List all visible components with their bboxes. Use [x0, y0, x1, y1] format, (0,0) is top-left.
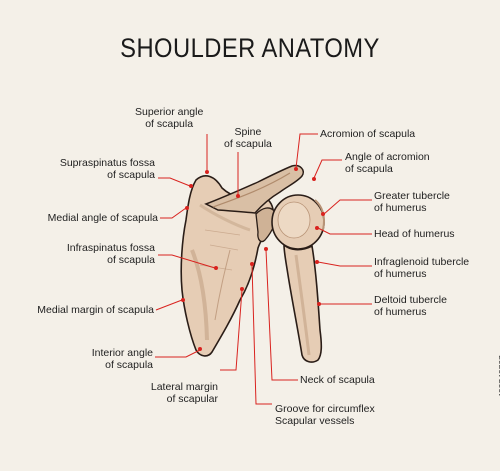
label-neck: Neck of scapula: [300, 374, 375, 386]
label-lateral-margin: Lateral margin of scapular: [150, 381, 218, 405]
label-greater-tubercle: Greater tubercle of humerus: [374, 190, 450, 214]
label-acromion: Acromion of scapula: [320, 128, 416, 140]
label-supraspinatus: Supraspinatus fossa of scapula: [59, 157, 155, 181]
label-inferior-angle: Interior angle of scapula: [91, 347, 153, 371]
label-infraglenoid: Infraglenoid tubercle of humerus: [374, 256, 470, 280]
label-deltoid: Deltoid tubercle of humerus: [374, 294, 447, 318]
label-head-humerus: Head of humerus: [374, 228, 455, 240]
label-groove: Groove for circumflex Scapular vessels: [275, 403, 375, 427]
label-medial-margin: Medial margin of scapula: [37, 304, 154, 316]
label-medial-angle: Medial angle of scapula: [47, 212, 158, 224]
label-angle-acromion: Angle of acromion of scapula: [345, 151, 430, 175]
label-superior-angle: Superior angle of scapula: [135, 106, 204, 130]
label-spine: Spine of scapula: [224, 126, 272, 150]
page-title: SHOULDER ANATOMY: [120, 33, 380, 63]
label-infraspinatus: Infraspinatus fossa of scapula: [66, 242, 155, 266]
